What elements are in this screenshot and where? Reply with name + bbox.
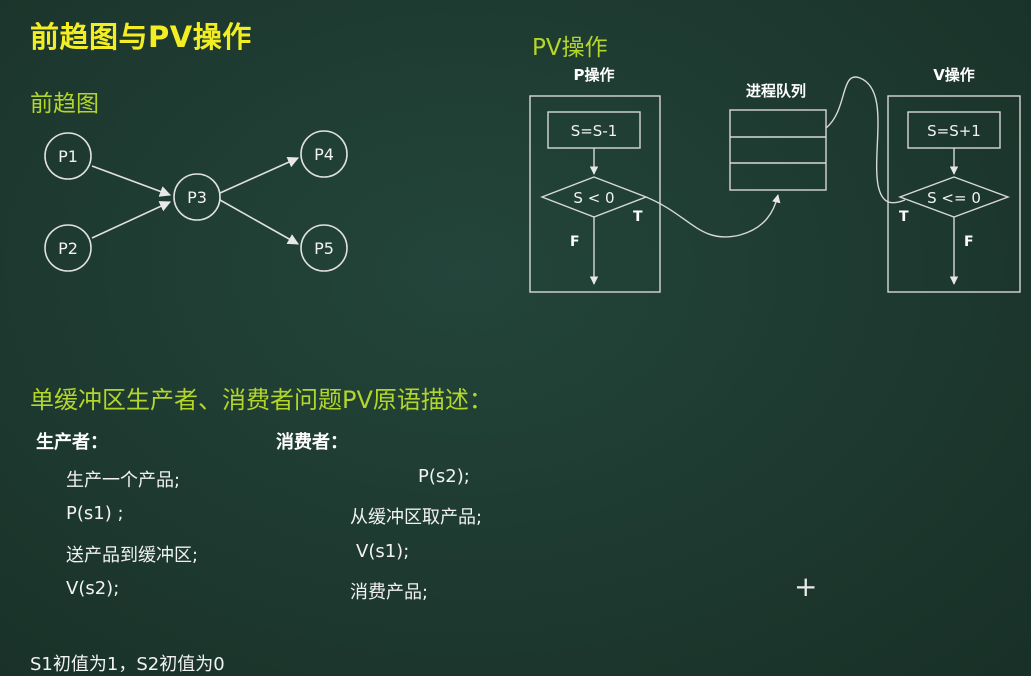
process-queue	[729, 109, 827, 191]
consumer-line-1: P(s2);	[418, 466, 470, 487]
svg-text:进程队列: 进程队列	[746, 82, 806, 100]
initial-values-note: S1初值为1，S2初值为0	[30, 654, 225, 675]
svg-text:S=S-1: S=S-1	[571, 122, 618, 140]
edge-p3-p5	[219, 199, 299, 245]
svg-text:F: F	[964, 234, 974, 250]
svg-text:P4: P4	[314, 145, 334, 164]
svg-text:V操作: V操作	[933, 66, 975, 84]
consumer-line-2: 从缓冲区取产品;	[350, 507, 483, 528]
svg-text:T: T	[899, 209, 909, 225]
v-increment-box: S=S+1	[907, 111, 1001, 149]
producer-header: 生产者：	[36, 432, 108, 453]
edge-p3-p4	[219, 157, 300, 194]
edge-p2-p3	[91, 201, 172, 239]
node-p4: P4	[300, 130, 348, 178]
p-operation-frame	[529, 95, 661, 293]
consumer-line-4: 消费产品;	[350, 582, 429, 603]
p-decrement-box: S=S-1	[547, 111, 641, 149]
v-operation-label: V操作	[933, 66, 975, 84]
svg-text:P5: P5	[314, 239, 334, 258]
node-p5: P5	[300, 224, 348, 272]
precedence-graph-subtitle: 前趋图	[30, 91, 99, 117]
v-condition-diamond: S <= 0	[897, 176, 1011, 218]
pv-subtitle: PV操作	[532, 35, 608, 61]
edge-p1-p3	[91, 165, 172, 197]
svg-text:P2: P2	[58, 239, 78, 258]
p-operation-label: P操作	[574, 66, 615, 84]
node-p3: P3	[173, 173, 221, 221]
v-operation-frame	[887, 95, 1021, 293]
node-p1: P1	[44, 132, 92, 180]
p-true-mark: T	[633, 209, 643, 225]
consumer-header: 消费者：	[276, 432, 348, 453]
producer-line-1: 生产一个产品;	[66, 470, 181, 491]
svg-text:P操作: P操作	[574, 66, 615, 84]
svg-text:S <= 0: S <= 0	[927, 189, 981, 207]
svg-text:P3: P3	[187, 188, 207, 207]
queue-to-v-curve	[825, 76, 906, 204]
p-to-queue-curve	[645, 194, 781, 238]
producer-line-4: V(s2);	[66, 578, 120, 599]
producer-line-3: 送产品到缓冲区;	[66, 545, 199, 566]
svg-text:S=S+1: S=S+1	[927, 122, 981, 140]
cursor-crosshair-icon: +	[794, 570, 818, 603]
node-p2: P2	[44, 224, 92, 272]
page-title: 前趋图与PV操作	[30, 20, 252, 54]
p-condition-diamond: S < 0	[540, 176, 648, 218]
svg-text:T: T	[633, 209, 643, 225]
producer-line-2: P(s1) ;	[66, 503, 124, 524]
consumer-line-3: V(s1);	[356, 541, 410, 562]
process-queue-label: 进程队列	[746, 82, 806, 100]
svg-text:F: F	[570, 234, 580, 250]
v-true-mark: T	[899, 209, 909, 225]
problem-title: 单缓冲区生产者、消费者问题PV原语描述：	[30, 386, 493, 414]
svg-text:P1: P1	[58, 147, 78, 166]
v-false-mark: F	[964, 234, 974, 250]
p-false-mark: F	[570, 234, 580, 250]
svg-text:S < 0: S < 0	[573, 189, 614, 207]
